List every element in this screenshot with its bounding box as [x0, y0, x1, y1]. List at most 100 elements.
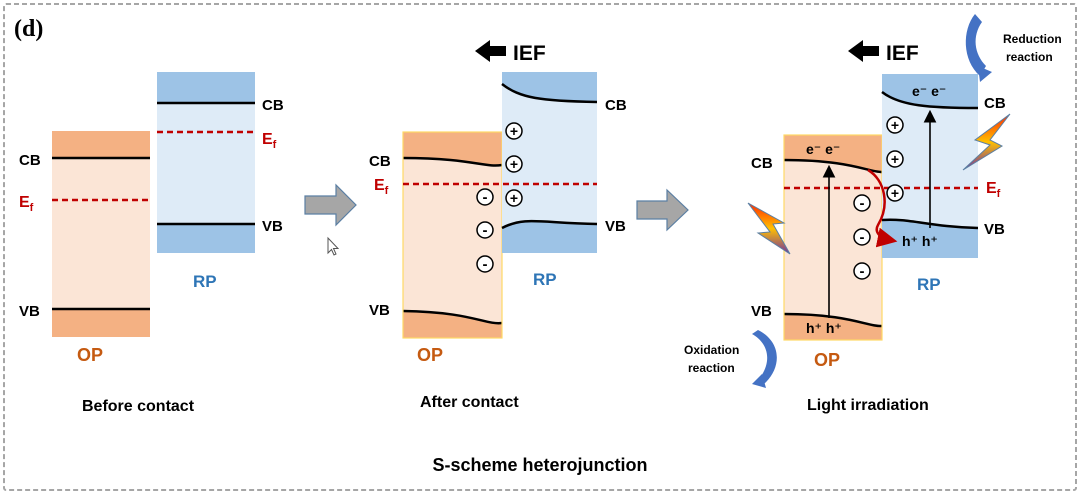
- label-vb: VB: [369, 302, 390, 319]
- label-ef: Ef: [19, 194, 34, 214]
- label-vb: VB: [751, 303, 772, 320]
- label-vb: VB: [984, 221, 1005, 238]
- label-ief: IEF: [513, 42, 546, 65]
- stage-title: Light irradiation: [807, 397, 929, 414]
- positive-charge: +: [886, 116, 904, 134]
- label-ef: Ef: [986, 180, 1001, 200]
- label-cb: CB: [262, 97, 284, 114]
- svg-text:-: -: [483, 256, 488, 273]
- stage-before-contact: CB Ef VB CB Ef VB OP RP Before contact: [19, 72, 284, 415]
- label-vb: VB: [19, 303, 40, 320]
- rp-band-top: [157, 72, 255, 103]
- figure-frame: [3, 3, 1077, 491]
- positive-charge: +: [886, 184, 904, 202]
- reduction-reaction-label: reaction: [1006, 50, 1053, 64]
- label-rp: RP: [193, 272, 217, 291]
- ief-arrow-icon: [475, 40, 506, 62]
- rp-body: [502, 84, 597, 228]
- op-vb-line: [402, 309, 503, 325]
- op-band-top: [52, 131, 150, 158]
- stage-title: Before contact: [82, 398, 195, 415]
- label-vb: VB: [605, 218, 626, 235]
- op-body: [52, 158, 150, 309]
- label-op: OP: [814, 350, 840, 370]
- reduction-reaction-label: Reduction: [1003, 32, 1062, 46]
- svg-text:+: +: [891, 151, 899, 167]
- hole-label: h⁺ h⁺: [806, 320, 842, 336]
- op-band-top: [403, 132, 502, 166]
- op-band-top: [784, 135, 882, 172]
- oxidation-reaction-arrow-icon: [752, 330, 777, 384]
- negative-charge: -: [476, 255, 494, 273]
- label-cb: CB: [984, 95, 1006, 112]
- svg-text:-: -: [860, 195, 865, 212]
- svg-text:+: +: [510, 123, 518, 139]
- negative-charge: -: [853, 228, 871, 246]
- stage-light-irradiation: e⁻ e⁻ h⁺ h⁺ e⁻ e⁻ h⁺ h⁺ + + + - - -: [684, 14, 1062, 414]
- positive-charge: +: [505, 122, 523, 140]
- oxidation-reaction-label: reaction: [688, 361, 735, 375]
- mouse-cursor-icon: [327, 236, 340, 256]
- label-ief: IEF: [886, 42, 919, 65]
- rp-vb-line: [501, 219, 598, 230]
- svg-text:+: +: [891, 117, 899, 133]
- svg-text:-: -: [483, 189, 488, 206]
- negative-charge: -: [853, 194, 871, 212]
- svg-text:-: -: [483, 222, 488, 239]
- positive-charge: +: [505, 155, 523, 173]
- negative-charge: -: [853, 262, 871, 280]
- positive-charge: +: [505, 189, 523, 207]
- oxidation-reaction-arrow-icon: [752, 374, 766, 388]
- label-rp: RP: [533, 270, 557, 289]
- svg-text:+: +: [510, 156, 518, 172]
- rp-vb-line: [881, 218, 979, 230]
- electron-label: e⁻ e⁻: [912, 83, 946, 99]
- op-band-bottom: [403, 311, 502, 338]
- rp-body: [157, 103, 255, 224]
- lightning-bolt-icon: [962, 113, 1011, 171]
- ief-arrow-icon: [848, 40, 879, 62]
- recombination-arrow: [867, 168, 898, 248]
- op-cb-line: [402, 156, 503, 167]
- svg-text:+: +: [510, 190, 518, 206]
- label-cb: CB: [369, 153, 391, 170]
- stage-title: After contact: [420, 394, 519, 411]
- stage-transition-arrow: [304, 183, 357, 227]
- rp-band-bottom: [502, 221, 597, 253]
- reduction-reaction-arrow-icon: [965, 14, 986, 76]
- op-band-bottom: [52, 309, 150, 337]
- label-ef: Ef: [374, 177, 389, 197]
- panel-label: (d): [14, 16, 43, 42]
- label-ef: Ef: [262, 131, 277, 151]
- rp-cb-line: [881, 91, 979, 110]
- label-op: OP: [77, 345, 103, 365]
- stage-transition-arrow: [636, 188, 689, 232]
- rp-band-top: [882, 74, 978, 108]
- label-vb: VB: [262, 218, 283, 235]
- oxidation-reaction-label: Oxidation: [684, 343, 739, 357]
- svg-text:-: -: [860, 263, 865, 280]
- svg-text:-: -: [860, 229, 865, 246]
- rp-band-bottom: [157, 224, 255, 253]
- reduction-reaction-arrow-icon: [978, 66, 992, 82]
- electron-label: e⁻ e⁻: [806, 141, 840, 157]
- op-cb-line: [783, 158, 883, 174]
- lightning-bolt-icon: [747, 202, 791, 255]
- label-cb: CB: [751, 155, 773, 172]
- hole-label: h⁺ h⁺: [902, 233, 938, 249]
- negative-charge: -: [476, 188, 494, 206]
- label-rp: RP: [917, 275, 941, 294]
- op-vb-line: [783, 312, 883, 328]
- positive-charge: +: [886, 150, 904, 168]
- rp-cb-line: [501, 83, 598, 104]
- rp-band-bottom: [882, 219, 978, 258]
- label-op: OP: [417, 345, 443, 365]
- label-cb: CB: [605, 97, 627, 114]
- figure-caption: S-scheme heterojunction: [432, 455, 647, 475]
- label-cb: CB: [19, 152, 41, 169]
- op-band-bottom: [784, 314, 882, 340]
- negative-charge: -: [476, 221, 494, 239]
- stage-after-contact: + + + - - - IEF CB Ef VB CB VB OP RP: [369, 40, 627, 411]
- svg-text:+: +: [891, 185, 899, 201]
